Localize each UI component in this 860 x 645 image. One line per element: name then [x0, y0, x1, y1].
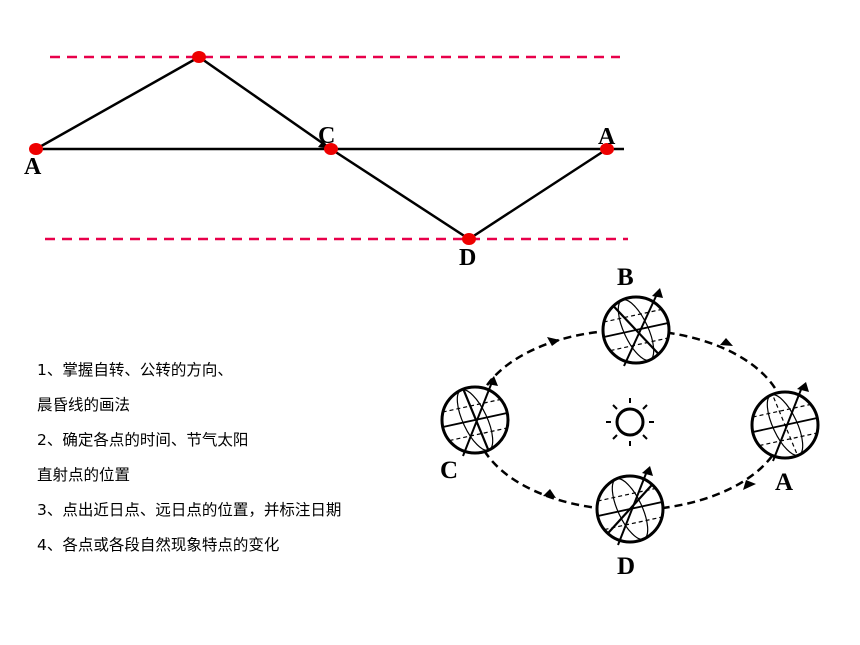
- orbit-arrow-lower-right: [743, 480, 756, 490]
- label-c: C: [318, 123, 335, 149]
- orbit-label-d: D: [617, 553, 635, 580]
- note-line: 晨昏线的画法: [37, 396, 131, 414]
- point-a-left-dot: [29, 143, 43, 155]
- label-d: D: [459, 245, 476, 271]
- note-line: 1、掌握自转、公转的方向、: [37, 361, 233, 379]
- sun-icon: [606, 398, 654, 446]
- earth-d-globe-icon: [595, 466, 665, 546]
- earth-a-globe-icon: [750, 382, 820, 462]
- note-line: 4、各点或各段自然现象特点的变化: [37, 536, 280, 554]
- label-a-left: A: [24, 154, 42, 180]
- earth-b-globe-icon: [601, 288, 671, 367]
- point-d-dot: [462, 233, 476, 245]
- earth-c-globe-icon: [440, 376, 510, 457]
- note-line: 直射点的位置: [37, 466, 131, 484]
- note-line: 3、点出近日点、远日点的位置，并标注日期: [37, 501, 342, 519]
- orbit-label-b: B: [617, 264, 634, 291]
- task-notes-list: 1、掌握自转、公转的方向、 晨昏线的画法 2、确定各点的时间、节气太阳 直射点的…: [37, 353, 341, 563]
- orbit-label-c: C: [440, 457, 458, 484]
- orbit-arrow-upper-left: [547, 337, 560, 346]
- orbit-arrow-lower-left: [543, 489, 556, 498]
- orbit-label-a: A: [775, 469, 793, 496]
- point-b-top-dot: [192, 51, 206, 63]
- orbit-arrow-upper-right: [720, 338, 733, 346]
- label-a-right: A: [598, 124, 616, 150]
- point-a-right-dot: [600, 143, 614, 155]
- point-c-dot: [324, 143, 338, 155]
- note-line: 2、确定各点的时间、节气太阳: [37, 431, 249, 449]
